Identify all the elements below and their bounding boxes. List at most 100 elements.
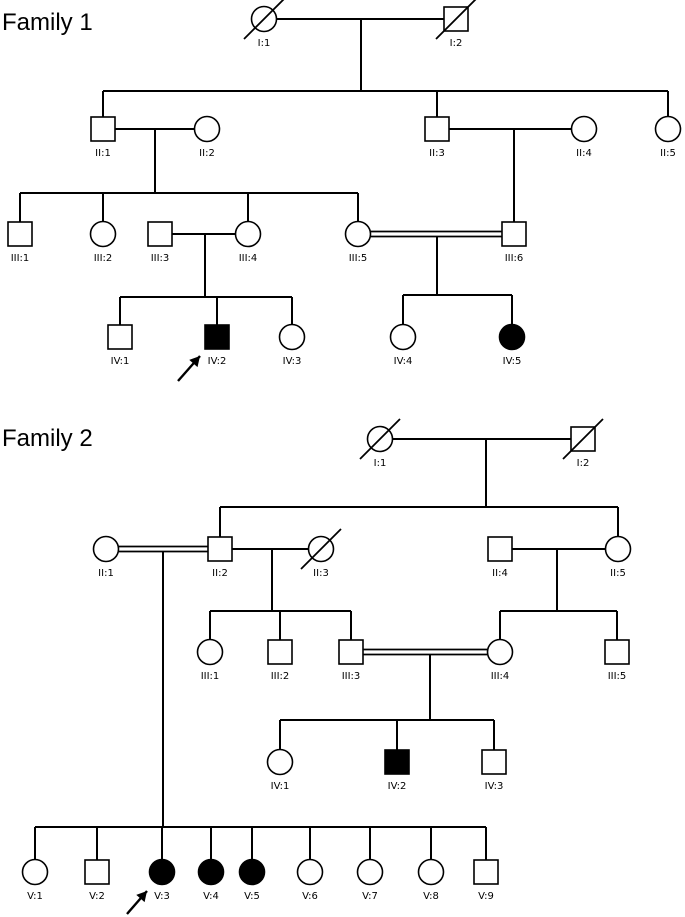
individual-label: III:4 <box>239 253 258 264</box>
family-2-individual-V-5: V:5 <box>238 858 266 902</box>
family-1-individual-II-3: II:3 <box>424 116 450 159</box>
individual-label: V:5 <box>244 891 260 902</box>
family-2-individual-IV-2: IV:2 <box>384 749 410 792</box>
deceased-slash <box>243 0 285 40</box>
female-circle <box>604 535 632 563</box>
female-circle <box>196 638 224 666</box>
female-circle-affected <box>498 323 526 351</box>
male-square <box>147 221 173 247</box>
individual-label: III:3 <box>342 671 361 682</box>
female-circle-affected <box>148 858 176 886</box>
female-circle <box>654 115 682 143</box>
family-1-individual-II-2: II:2 <box>193 115 221 159</box>
male-square <box>501 221 527 247</box>
individual-label: V:4 <box>203 891 219 902</box>
family-1-individual-II-4: II:4 <box>570 115 598 159</box>
family-1-individual-IV-3: IV:3 <box>278 323 306 367</box>
male-square <box>604 639 630 665</box>
individual-label: III:2 <box>94 253 113 264</box>
female-circle <box>21 858 49 886</box>
family-1-individual-IV-4: IV:4 <box>389 323 417 367</box>
family-2-individual-III-2: III:2 <box>267 639 293 682</box>
arrow-head <box>136 891 147 903</box>
individual-label: IV:1 <box>111 356 130 367</box>
male-square <box>487 536 513 562</box>
individual-label: V:8 <box>423 891 439 902</box>
individual-label: III:4 <box>491 671 510 682</box>
family-1-individual-III-2: III:2 <box>89 220 117 264</box>
family-2-individual-I-1: I:1 <box>359 418 401 469</box>
family-1-individual-II-5: II:5 <box>654 115 682 159</box>
female-circle <box>92 535 120 563</box>
family-1-individual-III-4: III:4 <box>234 220 262 264</box>
deceased-slash <box>562 418 604 460</box>
individual-label: I:1 <box>374 458 387 469</box>
individual-label: IV:2 <box>388 781 407 792</box>
family-2-individual-IV-1: IV:1 <box>266 748 294 792</box>
family-1-individual-I-2: I:2 <box>435 0 477 49</box>
female-circle <box>278 323 306 351</box>
individual-label: II:3 <box>313 568 329 579</box>
individual-label: IV:5 <box>503 356 522 367</box>
family-1-individual-III-6: III:6 <box>501 221 527 264</box>
female-circle <box>417 858 445 886</box>
family-2-individual-V-7: V:7 <box>356 858 384 902</box>
individual-label: I:2 <box>577 458 590 469</box>
individual-label: II:5 <box>660 148 676 159</box>
female-circle-affected <box>238 858 266 886</box>
family-2-individual-IV-3: IV:3 <box>481 749 507 792</box>
family-1-individual-III-5: III:5 <box>344 220 372 264</box>
individual-label: IV:3 <box>485 781 504 792</box>
individual-label: II:1 <box>98 568 114 579</box>
family-2-individual-V-4: V:4 <box>197 858 225 902</box>
individual-label: IV:1 <box>271 781 290 792</box>
family-1-individual-IV-1: IV:1 <box>107 324 133 367</box>
family-2-title: Family 2 <box>2 425 93 452</box>
male-square-affected <box>204 324 230 350</box>
individual-label: II:2 <box>199 148 215 159</box>
family-2-proband-arrow <box>126 890 148 915</box>
female-circle <box>193 115 221 143</box>
pedigree-lines <box>19 18 669 860</box>
family-1-individual-II-1: II:1 <box>90 116 116 159</box>
individual-label: II:3 <box>429 148 445 159</box>
family-1-title: Family 1 <box>2 9 93 36</box>
individual-label: III:2 <box>271 671 290 682</box>
female-circle <box>266 748 294 776</box>
female-circle <box>486 638 514 666</box>
male-square <box>7 221 33 247</box>
family-2-individual-III-4: III:4 <box>486 638 514 682</box>
male-square <box>90 116 116 142</box>
family-2-individual-III-5: III:5 <box>604 639 630 682</box>
deceased-slash <box>300 528 342 570</box>
female-circle <box>296 858 324 886</box>
family-1-individual-I-1: I:1 <box>243 0 285 49</box>
family-1-individual-IV-2: IV:2 <box>204 324 230 367</box>
family-2-individual-V-8: V:8 <box>417 858 445 902</box>
female-circle-affected <box>197 858 225 886</box>
family-1-individual-III-1: III:1 <box>7 221 33 264</box>
family-2-individual-V-2: V:2 <box>84 859 110 902</box>
male-square <box>107 324 133 350</box>
family-2-individual-I-2: I:2 <box>562 418 604 469</box>
individual-label: V:9 <box>478 891 494 902</box>
individual-label: V:1 <box>27 891 43 902</box>
male-square <box>84 859 110 885</box>
family-2-individual-V-3: V:3 <box>148 858 176 902</box>
family-2-individual-II-1: II:1 <box>92 535 120 579</box>
family-2-individual-V-1: V:1 <box>21 858 49 902</box>
individual-label: II:4 <box>576 148 592 159</box>
deceased-slash <box>435 0 477 40</box>
female-circle <box>570 115 598 143</box>
male-square <box>267 639 293 665</box>
family-1-individual-III-3: III:3 <box>147 221 173 264</box>
family-2-individual-III-3: III:3 <box>338 639 364 682</box>
individual-label: V:3 <box>154 891 170 902</box>
family-2-individual-V-6: V:6 <box>296 858 324 902</box>
individual-label: III:1 <box>201 671 220 682</box>
family-2-individual-III-1: III:1 <box>196 638 224 682</box>
individual-label: III:6 <box>505 253 524 264</box>
individual-label: IV:4 <box>394 356 413 367</box>
individual-label: III:5 <box>349 253 368 264</box>
female-circle <box>356 858 384 886</box>
